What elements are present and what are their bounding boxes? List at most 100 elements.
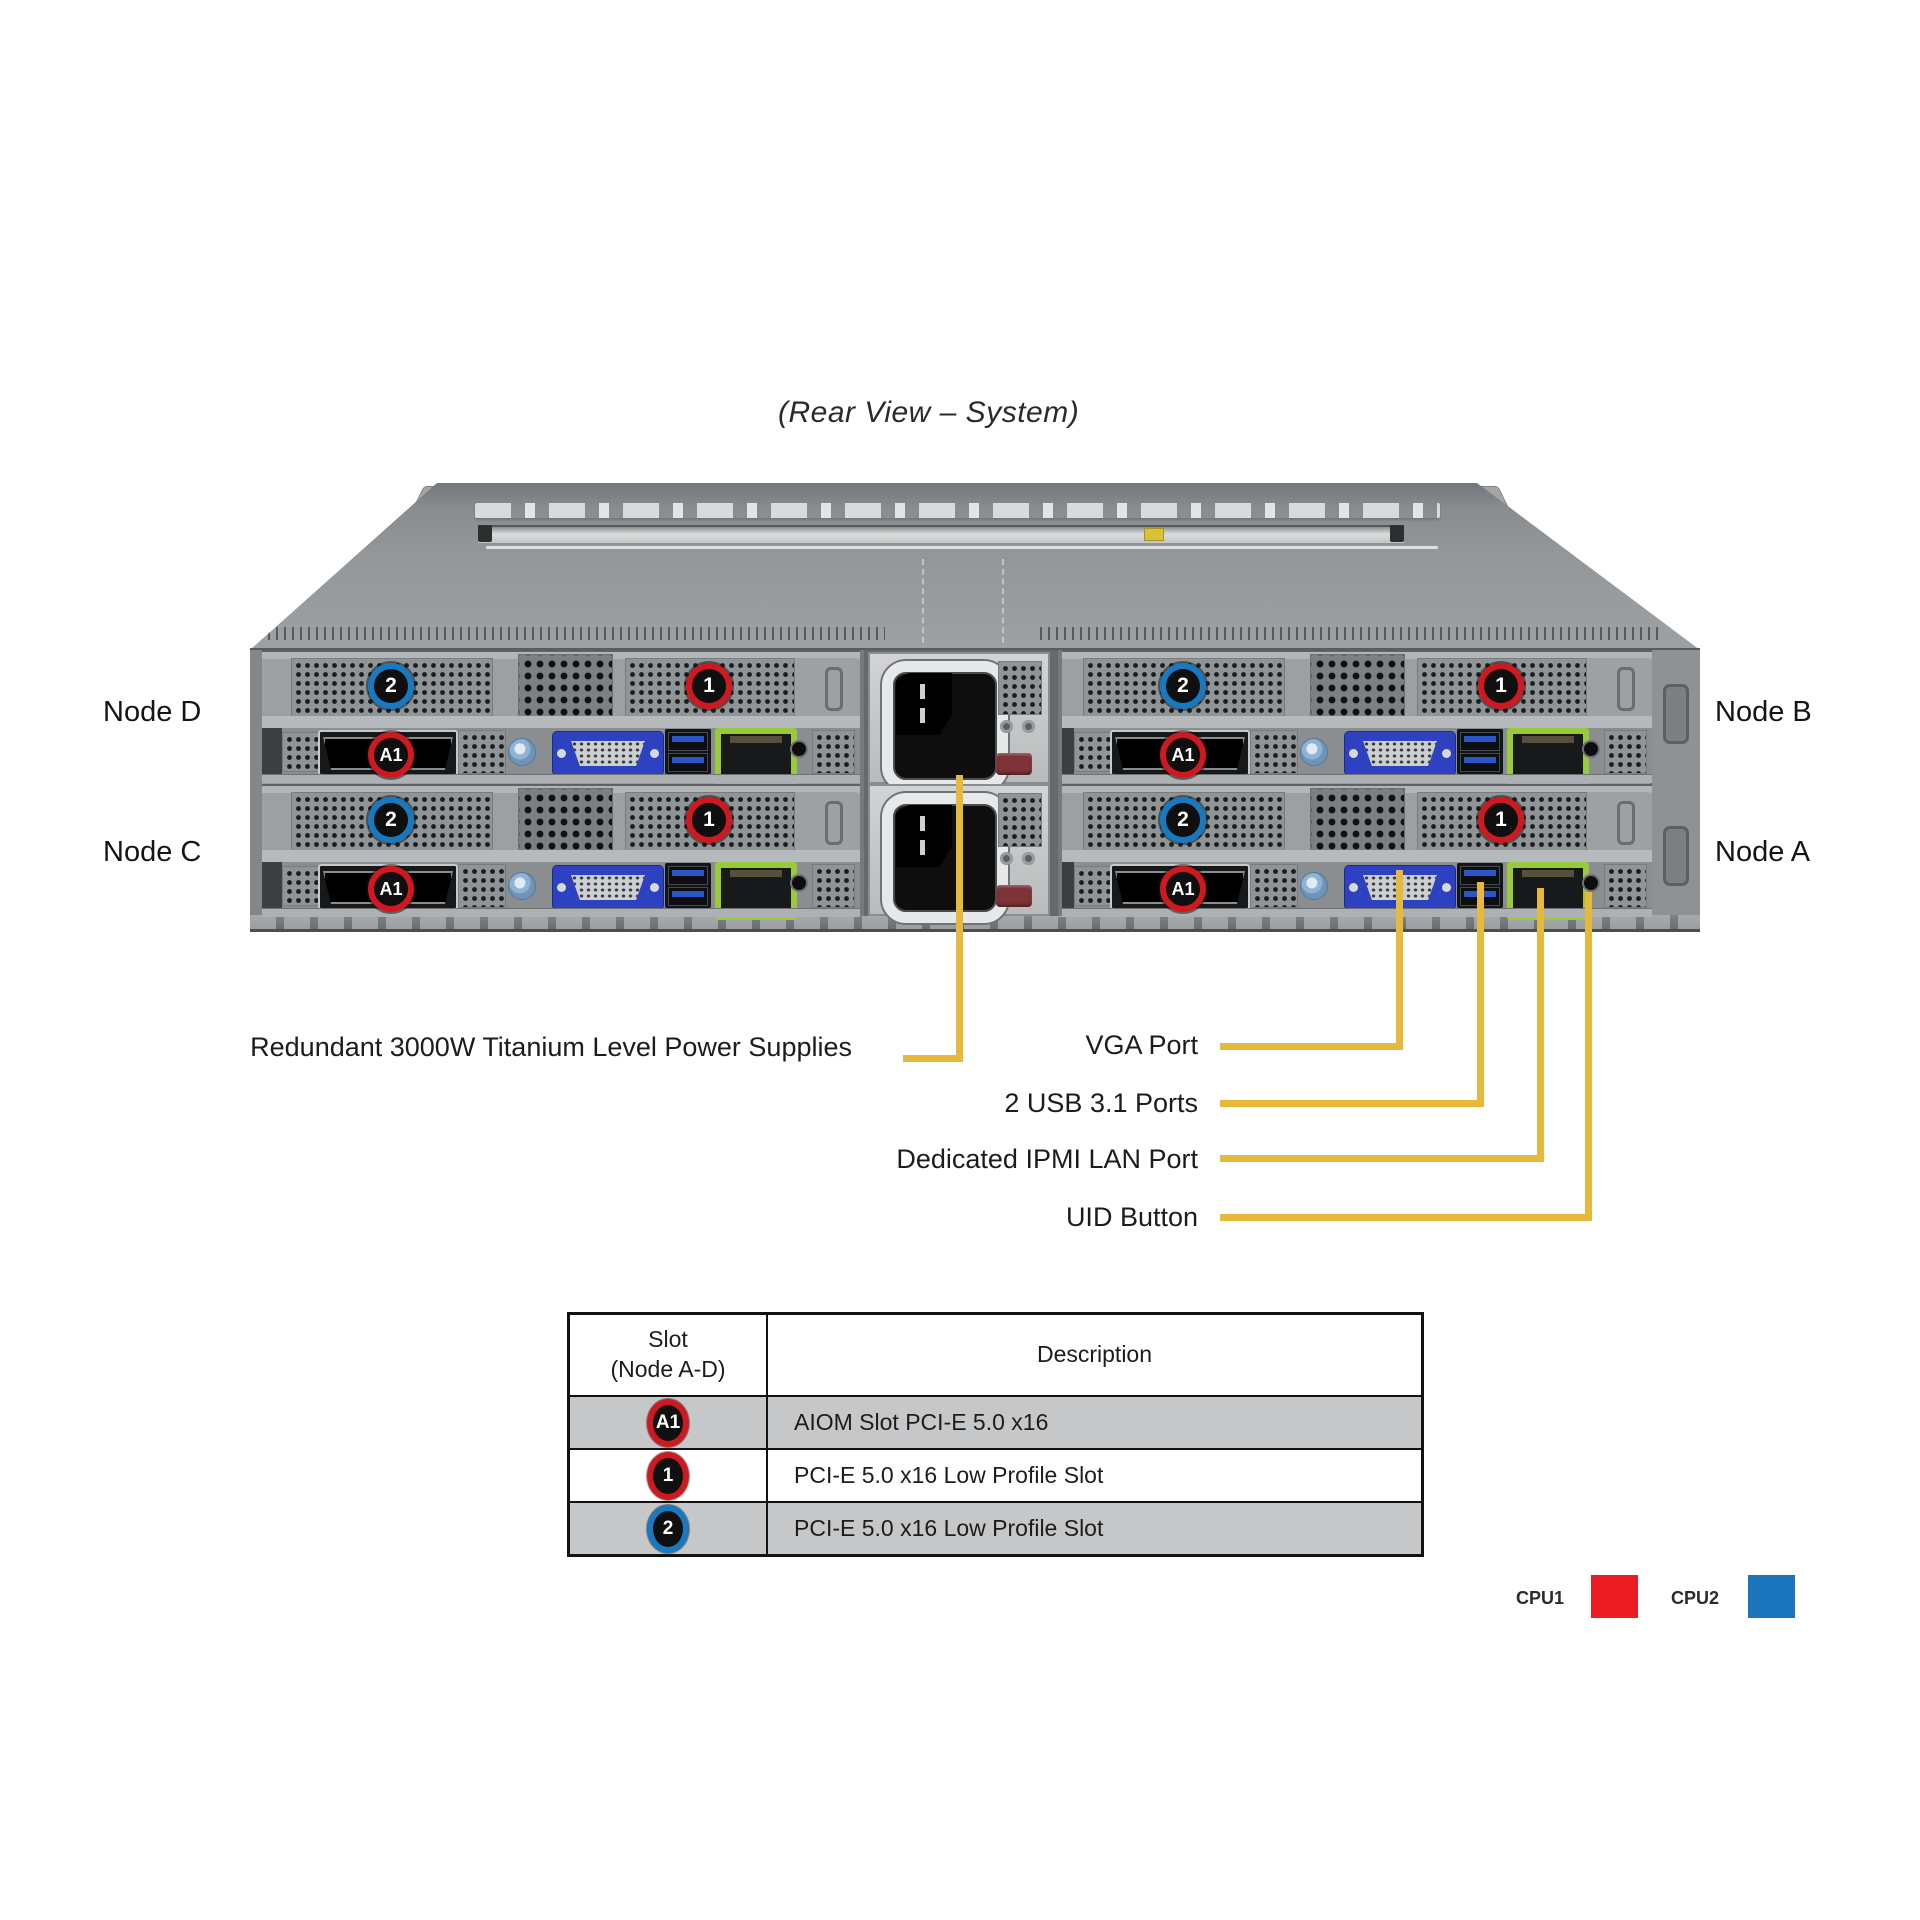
center-vent-block [1310,788,1405,854]
bracket-latch [825,667,843,711]
vga-screw [557,749,566,758]
slot-description-table: Slot (Node A-D) Description A1 AIOM Slot… [567,1312,1424,1557]
usb-port [668,887,708,906]
usb-port [1460,753,1500,772]
node-b-label: Node B [1715,696,1812,728]
small-vent [1074,732,1112,772]
lan-pins [1522,736,1574,743]
uid-callout-label: UID Button [1065,1202,1198,1232]
cpu1-color-swatch [1591,1575,1638,1618]
slot-1-badge: 1 [647,1451,689,1500]
small-vent [458,864,506,908]
lan-pins [1522,870,1574,877]
usb-port [1460,732,1500,751]
psu-release-clip [996,753,1032,775]
slot-header-cell: Slot (Node A-D) [570,1315,768,1397]
slot-cell: 1 [570,1450,768,1503]
small-vent [1250,730,1298,774]
description-cell: AIOM Slot PCI-E 5.0 x16 [768,1397,1421,1450]
small-vent [1250,864,1298,908]
inlet-pin [920,684,925,699]
inlet-pin [920,840,925,855]
thumbscrew [508,738,536,766]
usb-callout-label: 2 USB 3.1 Ports [1004,1088,1198,1118]
psu-ac-inlet [896,805,952,867]
chassis-top-cover [250,483,1700,650]
node-c-label: Node C [103,836,202,868]
usb-port [668,753,708,772]
top-cover-slots [475,503,1440,518]
node-d-panel: 2 1 A1 [262,650,860,786]
lan-pins [730,870,782,877]
slot-2-badge: 2 [647,1504,689,1553]
usb-port [668,732,708,751]
slot-header-line1: Slot [648,1326,688,1353]
node-sill [262,908,860,917]
psu-release-clip [996,885,1032,907]
cover-seam-left [922,559,924,643]
blank-panel [1587,658,1649,716]
vga-screw [1442,883,1451,892]
node-latch-top [1663,684,1689,744]
slot-header-line2: (Node A-D) [610,1356,726,1382]
bracket-latch [1617,801,1635,845]
blank-panel [795,792,857,850]
slot-2-badge: 2 [368,663,414,709]
callout-line-usb-horizontal [1220,1100,1484,1107]
slot-cell: 2 [570,1503,768,1554]
callout-line-vga-horizontal [1220,1043,1403,1050]
node-latch-bottom [1663,826,1689,886]
rail-highlight [486,546,1438,549]
node-sill [1054,716,1652,728]
psu-callout-label: Redundant 3000W Titanium Level Power Sup… [250,1032,852,1062]
right-vent [812,730,855,774]
thumbscrew [1300,738,1328,766]
cover-seam-right [1002,559,1004,643]
top-cover-rail [478,525,1404,543]
uid-button [792,876,806,890]
vga-connector [1363,741,1437,766]
node-a-panel: 2 1 A1 [1054,784,1652,920]
vga-callout-label: VGA Port [1085,1030,1198,1060]
aiom-slot-badge: A1 [368,866,414,912]
slot-cell: A1 [570,1397,768,1450]
slot-1-badge: 1 [1478,797,1524,843]
right-vent [1604,864,1647,908]
aiom-slot-badge: A1 [1160,732,1206,778]
inlet-pin [920,708,925,723]
small-vent [282,866,320,906]
center-vent-block [1310,654,1405,720]
rail-cap-right [1390,525,1404,542]
slot-2-badge: 2 [1160,663,1206,709]
psu-vent [998,793,1042,847]
vga-screw [557,883,566,892]
top-vent-strip-left [260,627,885,640]
bracket-latch [1617,667,1635,711]
node-d-label: Node D [103,696,202,728]
psu-screw [1022,852,1035,865]
node-b-panel: 2 1 A1 [1054,650,1652,786]
psu-vent [998,661,1042,715]
table-row: 1 PCI-E 5.0 x16 Low Profile Slot [570,1450,1421,1503]
callout-line-usb-vertical [1477,882,1484,1107]
node-sill [262,850,860,862]
thumbscrew [1300,872,1328,900]
lan-pins [730,736,782,743]
psu-screw [1000,720,1013,733]
vga-connector [571,741,645,766]
usb-ports [665,729,711,774]
page-title: (Rear View – System) [778,396,1080,429]
face-edge-left [250,650,262,932]
small-vent [1074,866,1112,906]
node-sill [1054,774,1652,783]
uid-button [792,742,806,756]
node-sill [1054,850,1652,862]
slot-2-badge: 2 [368,797,414,843]
node-sill [1054,908,1652,917]
callout-line-uid-vertical [1585,892,1592,1221]
blank-panel [1587,792,1649,850]
center-vent-block [518,788,613,854]
vga-screw [650,883,659,892]
usb-ports [1457,729,1503,774]
callout-line-psu-horizontal [903,1055,963,1062]
